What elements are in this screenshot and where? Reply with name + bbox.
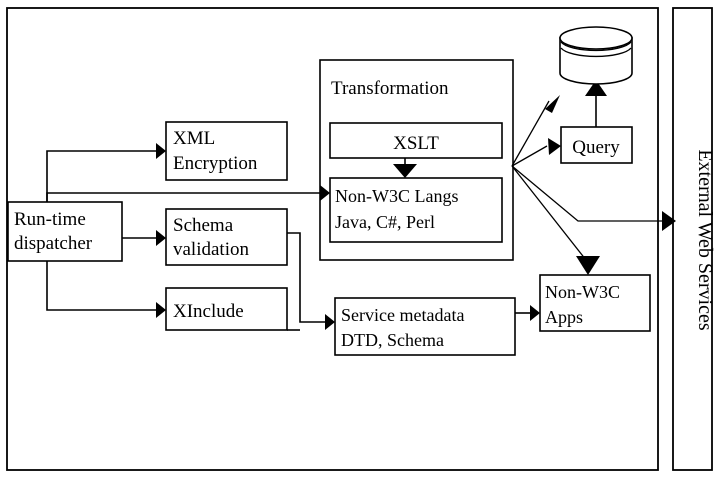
external-web-services-label: External Web Services: [694, 149, 716, 331]
node-schema-validation[interactable]: Schema validation: [165, 208, 288, 266]
arrowhead-non-w3c-langs-top: [393, 164, 417, 178]
arrowhead-service-metadata: [325, 314, 335, 330]
service-metadata-label-line1: Service metadata: [341, 305, 464, 325]
service-metadata-label-line2: DTD, Schema: [341, 330, 444, 350]
edge-schema-validation-to-service-metadata: [287, 232, 325, 323]
arrowhead-database-bottom: [585, 80, 607, 96]
node-service-metadata[interactable]: Service metadata DTD, Schema: [334, 297, 516, 356]
edge-non-w3c-langs-to-external: [511, 165, 662, 222]
non-w3c-apps-label-line1: Non-W3C: [545, 282, 620, 302]
node-query[interactable]: Query: [560, 126, 633, 164]
non-w3c-apps-box[interactable]: [539, 274, 651, 332]
node-xinclude[interactable]: XInclude: [165, 287, 288, 331]
run-time-dispatcher-label-line2: dispatcher: [14, 233, 93, 254]
xinclude-box[interactable]: [165, 287, 288, 331]
transformation-group-box[interactable]: [319, 59, 514, 261]
schema-validation-box[interactable]: [165, 208, 288, 266]
xml-encryption-label-line1: XML: [173, 128, 215, 149]
non-w3c-langs-label-line1: Non-W3C Langs: [335, 186, 458, 206]
arrowhead-non-w3c-apps-top: [576, 256, 600, 275]
database-cylinder-arc-1: [560, 41, 632, 52]
schema-validation-label-line2: validation: [173, 239, 249, 260]
node-non-w3c-langs[interactable]: Non-W3C Langs Java, C#, Perl: [329, 177, 503, 243]
xinclude-label: XInclude: [173, 301, 244, 322]
arrowhead-schema-validation: [156, 230, 166, 246]
node-database[interactable]: [559, 26, 633, 85]
arrowhead-xml-encryption: [156, 143, 166, 159]
schema-validation-label-line1: Schema: [173, 215, 234, 236]
non-w3c-langs-label-line2: Java, C#, Perl: [335, 212, 435, 232]
main-system-boundary: [6, 7, 659, 471]
node-run-time-dispatcher[interactable]: Run-time dispatcher: [7, 201, 123, 262]
external-web-services-box[interactable]: [672, 7, 713, 471]
arrowhead-query-left: [548, 138, 561, 155]
arrowhead-database: [545, 95, 560, 113]
node-non-w3c-apps[interactable]: Non-W3C Apps: [539, 274, 651, 332]
arrowhead-xinclude: [156, 302, 166, 318]
xslt-label: XSLT: [393, 133, 439, 154]
non-w3c-apps-label-line2: Apps: [545, 307, 583, 327]
xml-encryption-box[interactable]: [165, 121, 288, 181]
arrowhead-non-w3c-apps-left: [530, 305, 540, 321]
edge-non-w3c-langs-to-query: [511, 145, 548, 167]
query-box[interactable]: [560, 126, 633, 164]
transformation-label: Transformation: [331, 78, 449, 99]
arrowhead-non-w3c-langs-left: [320, 185, 330, 201]
run-time-dispatcher-box[interactable]: [7, 201, 123, 262]
service-metadata-box[interactable]: [334, 297, 516, 356]
edge-non-w3c-langs-to-non-w3c-apps: [511, 165, 587, 261]
node-xslt[interactable]: XSLT: [329, 122, 503, 159]
non-w3c-langs-box[interactable]: [329, 177, 503, 243]
run-time-dispatcher-label-line1: Run-time: [14, 209, 86, 230]
database-cylinder-top: [559, 26, 633, 50]
query-label: Query: [572, 137, 620, 158]
arrowhead-external-web-services: [662, 211, 676, 231]
node-xml-encryption[interactable]: XML Encryption: [165, 121, 288, 181]
database-cylinder-arc-2: [560, 47, 632, 58]
edge-dispatcher-to-xinclude: [46, 261, 156, 311]
xml-encryption-label-line2: Encryption: [173, 153, 258, 174]
edge-non-w3c-langs-to-database: [511, 100, 550, 167]
node-transformation-group[interactable]: Transformation: [319, 59, 514, 261]
xslt-box[interactable]: [329, 122, 503, 159]
